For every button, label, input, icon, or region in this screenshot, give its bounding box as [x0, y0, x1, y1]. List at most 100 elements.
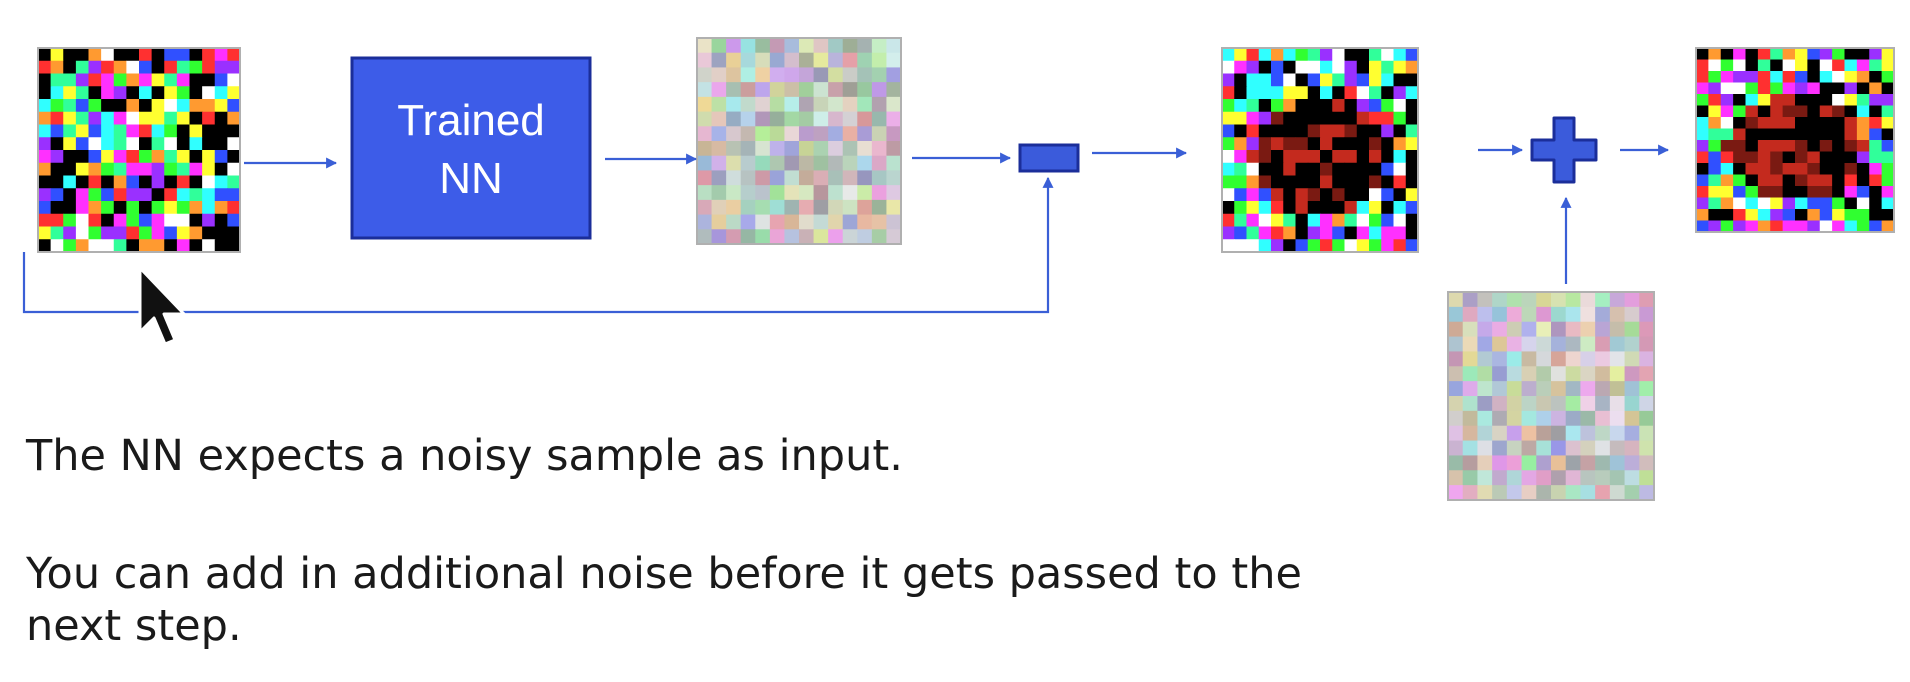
noise-pixel	[886, 141, 902, 157]
noise-pixel	[1708, 117, 1722, 130]
noise-pixel	[1595, 336, 1611, 353]
noise-pixel	[1344, 213, 1358, 228]
noise-pixel	[139, 213, 153, 228]
noise-pixel	[1733, 220, 1747, 233]
noise-pixel	[1307, 188, 1321, 202]
noise-pixel	[1832, 140, 1846, 153]
noise-pixel	[189, 188, 203, 202]
noise-pixel	[1708, 59, 1722, 72]
noise-pixel	[1492, 396, 1508, 412]
noise-pixel	[214, 111, 228, 126]
noise-pixel	[227, 48, 241, 62]
noise-pixel	[1356, 188, 1370, 202]
noise-pixel	[1222, 111, 1235, 126]
noise-pixel	[1283, 175, 1297, 189]
skip-connection-arrow	[22, 176, 1054, 314]
noise-pixel	[63, 48, 77, 62]
noise-pixel	[214, 73, 228, 87]
noise-pixel	[164, 188, 178, 202]
noise-pixel	[1295, 137, 1309, 151]
noise-pixel	[1720, 186, 1734, 199]
noise-pixel	[151, 226, 165, 240]
noise-pixel	[1708, 163, 1722, 176]
noise-pixel	[1506, 396, 1523, 412]
noise-pixel	[1881, 105, 1895, 118]
noise-pixel	[886, 185, 902, 201]
noise-pixel	[1234, 162, 1248, 177]
noise-pixel	[176, 201, 191, 215]
noise-pixel	[886, 111, 902, 127]
noise-pixel	[697, 170, 713, 186]
noise-pixel	[1246, 226, 1260, 240]
noise-pixel	[126, 99, 140, 113]
noise-pixel	[202, 124, 216, 138]
noise-pixel	[1696, 59, 1709, 72]
noise-pixel	[857, 126, 873, 142]
noise-pixel	[1258, 226, 1272, 240]
noise-pixel	[1295, 86, 1309, 100]
noise-pixel	[726, 199, 742, 216]
noise-pixel	[828, 155, 844, 172]
noise-pixel	[1307, 213, 1321, 228]
noise-pixel	[1492, 455, 1508, 471]
noise-pixel	[1856, 220, 1870, 233]
noise-pixel	[1733, 174, 1747, 187]
noise-pixel	[1565, 410, 1582, 427]
noise-pixel	[1246, 150, 1260, 164]
noise-pixel	[139, 60, 153, 75]
noise-pixel	[1320, 86, 1333, 100]
noise-pixel	[1307, 175, 1321, 189]
noise-pixel	[1393, 73, 1407, 87]
noise-pixel	[1807, 151, 1821, 164]
noise-pixel	[1565, 470, 1582, 486]
noise-pixel	[214, 60, 228, 75]
noise-pixel	[1770, 117, 1784, 130]
noise-pixel	[139, 111, 153, 126]
noise-pixel	[1720, 174, 1734, 187]
noise-pixel	[886, 38, 902, 54]
noise-pixel	[1869, 209, 1883, 222]
noise-pixel	[1795, 174, 1808, 187]
noise-pixel	[1770, 197, 1784, 210]
noise-pixel	[886, 229, 902, 245]
noise-pixel	[726, 185, 742, 201]
noise-pixel	[1782, 94, 1796, 107]
noise-pixel	[38, 137, 52, 151]
noise-pixel	[1295, 111, 1309, 126]
noise-pixel	[857, 229, 873, 245]
noise-pixel	[1234, 213, 1248, 228]
noise-pixel	[1881, 151, 1895, 164]
noise-pixel	[1807, 220, 1821, 233]
noise-pixel	[1271, 226, 1284, 240]
noise-pixel	[755, 185, 771, 201]
noise-pixel	[842, 126, 858, 142]
noise-pixel	[1356, 239, 1370, 253]
noise-pixel	[189, 213, 203, 228]
noise-pixel	[813, 111, 829, 127]
noise-pixel	[1733, 71, 1747, 84]
noise-pixel	[1844, 174, 1858, 187]
image-border	[37, 47, 241, 253]
noise-pixel	[1795, 197, 1808, 210]
noise-pixel	[88, 188, 102, 202]
noise-pixel	[1819, 140, 1833, 153]
noise-pixel	[1271, 73, 1284, 87]
noise-pixel	[1795, 140, 1808, 153]
noise-pixel	[126, 137, 140, 151]
noise-pixel	[1492, 351, 1508, 367]
noise-pixel	[1609, 410, 1626, 427]
noise-pixel	[1856, 174, 1870, 187]
noise-pixel	[1639, 455, 1655, 471]
noise-pixel	[1477, 485, 1493, 501]
noise-pixel	[1332, 99, 1346, 113]
noise-pixel	[1246, 239, 1260, 253]
noise-pixel	[828, 82, 844, 98]
noise-pixel	[1639, 306, 1655, 323]
noise-pixel	[1222, 201, 1235, 215]
noise-pixel	[1283, 137, 1297, 151]
noise-pixel	[1844, 186, 1858, 199]
noise-pixel	[1708, 82, 1722, 95]
noise-pixel	[1258, 60, 1272, 75]
noise-pixel	[1506, 321, 1523, 338]
noise-pixel	[1258, 99, 1272, 113]
